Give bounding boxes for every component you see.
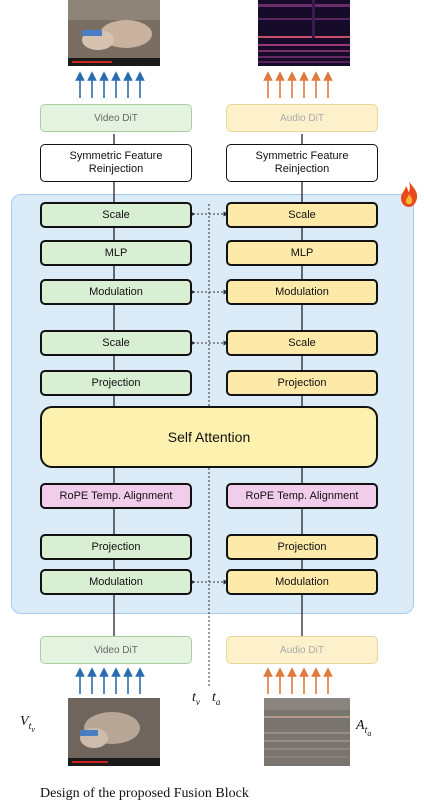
self-attention: Self Attention <box>40 406 378 468</box>
video-input-image <box>68 698 160 766</box>
bottom-audio-dit: Audio DiT <box>226 636 378 664</box>
top-audio-dit: Audio DiT <box>226 104 378 132</box>
video-input-label: Vtv <box>20 714 35 734</box>
video-frame-image <box>68 0 160 66</box>
top-video-dit: Video DiT <box>40 104 192 132</box>
video-projection-top: Projection <box>40 370 192 396</box>
audio-scale-mid: Scale <box>226 330 378 356</box>
video-scale-mid: Scale <box>40 330 192 356</box>
video-rope-alignment: RoPE Temp. Alignment <box>40 483 192 509</box>
audio-input-label: Ata <box>356 718 372 738</box>
video-projection-bottom: Projection <box>40 534 192 560</box>
bottom-video-dit: Video DiT <box>40 636 192 664</box>
flame-icon <box>401 181 418 207</box>
audio-modulation-top: Modulation <box>226 279 378 305</box>
video-modulation-bottom: Modulation <box>40 569 192 595</box>
t-a-label: ta <box>212 690 221 707</box>
audio-modulation-bottom: Modulation <box>226 569 378 595</box>
spectrogram-image <box>258 0 350 66</box>
audio-projection-top: Projection <box>226 370 378 396</box>
audio-projection-bottom: Projection <box>226 534 378 560</box>
symmetric-reinjection-audio: Symmetric Feature Reinjection <box>226 144 378 182</box>
symmetric-reinjection-video: Symmetric Feature Reinjection <box>40 144 192 182</box>
video-modulation-top: Modulation <box>40 279 192 305</box>
video-mlp: MLP <box>40 240 192 266</box>
video-scale-top: Scale <box>40 202 192 228</box>
figure-caption: Design of the proposed Fusion Block <box>40 786 249 801</box>
t-v-label: tv <box>192 690 200 707</box>
audio-rope-alignment: RoPE Temp. Alignment <box>226 483 378 509</box>
audio-scale-top: Scale <box>226 202 378 228</box>
audio-mlp: MLP <box>226 240 378 266</box>
audio-input-spectrogram <box>264 698 350 766</box>
